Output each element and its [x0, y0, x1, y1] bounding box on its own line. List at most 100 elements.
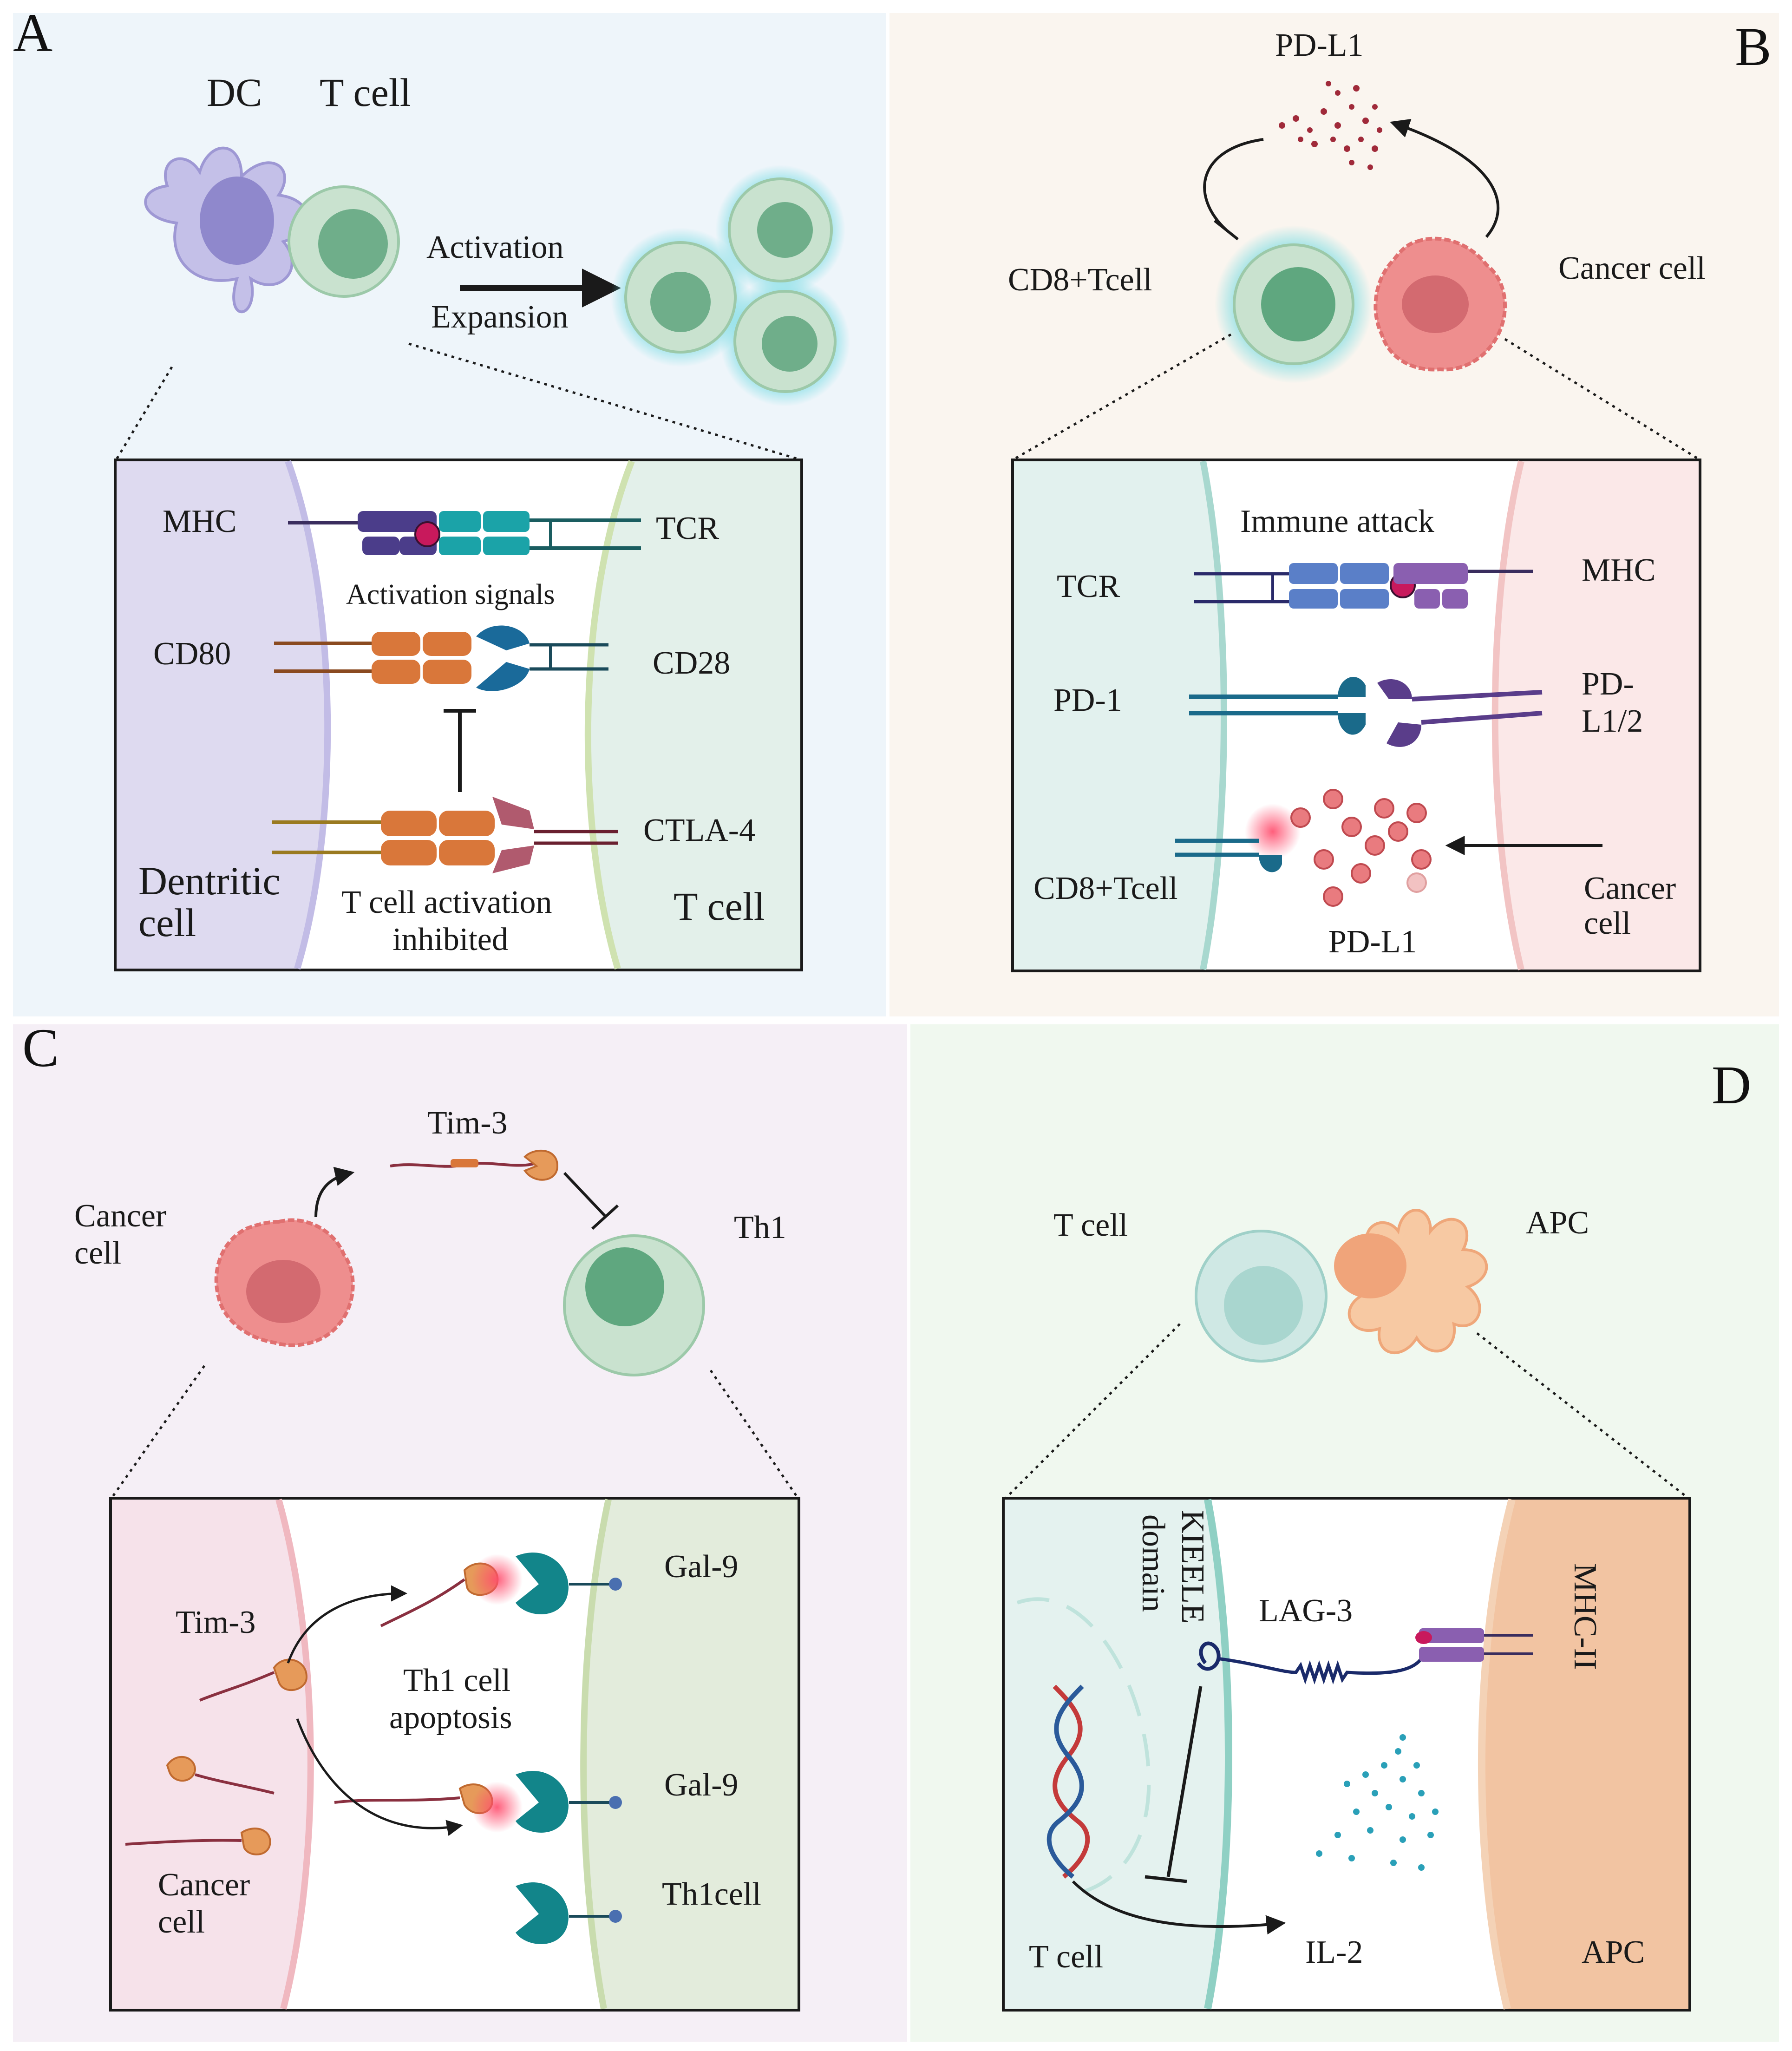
- t-cell-inset-label-a: T cell: [674, 884, 765, 929]
- zoom-line-left-c: [110, 1365, 206, 1499]
- inhibited-label-2: inhibited: [392, 922, 508, 957]
- dendritic-cell: [144, 146, 309, 314]
- cancer-cell-c: [214, 1218, 355, 1347]
- pdl12-label-1: PD-: [1582, 666, 1634, 702]
- activation-signals-label: Activation signals: [346, 579, 555, 610]
- activation-label: Activation: [426, 229, 563, 265]
- cancer-cell-label-c-1: Cancer: [74, 1198, 166, 1234]
- panel-d-letter: D: [1712, 1055, 1751, 1115]
- tcr-mhc-complex-b: [1194, 563, 1533, 609]
- pdl1-top-label: PD-L1: [1275, 27, 1364, 63]
- expanded-t-cells: [611, 165, 850, 406]
- panel-d: D T cell APC KIEELE: [910, 1024, 1779, 2042]
- gal9-label-a: Gal-9: [664, 1549, 738, 1585]
- apoptosis-label-2: apoptosis: [389, 1700, 512, 1736]
- t-cell-d: [1195, 1230, 1328, 1363]
- panel-a-letter: A: [13, 2, 52, 63]
- il2-label: IL-2: [1305, 1934, 1363, 1970]
- cd8-t-cell-b: [1215, 225, 1373, 383]
- lag3-label: LAG-3: [1259, 1593, 1353, 1629]
- dentritic-cell-label-1: Dentritic: [138, 858, 281, 903]
- tcr-label-b: TCR: [1057, 569, 1120, 604]
- pdl1-particles-top: [1279, 81, 1382, 170]
- lag3-inhibition-line: [1166, 1686, 1203, 1877]
- lag3-molecule: [1197, 1641, 1423, 1685]
- nucleus-envelope: [1016, 1597, 1151, 1897]
- pdl1-inset-label: PD-L1: [1328, 924, 1417, 960]
- cd28-label: CD28: [653, 645, 730, 681]
- panel-b: B PD-L1 CD8+Tcell Cancer cell: [889, 13, 1779, 1016]
- pdl1-particles-inset: [1245, 789, 1432, 907]
- pd1-label: PD-1: [1053, 682, 1122, 718]
- pd1-receptor-small: [1175, 839, 1282, 872]
- tim3-binding-arrow-2: [296, 1718, 463, 1836]
- t-cell-label-top: T cell: [320, 70, 411, 115]
- pd1-pdl1-complex: [1189, 676, 1543, 747]
- inhibited-label-1: T cell activation: [341, 885, 552, 920]
- cancer-cell-inset-label-c-2: cell: [158, 1904, 205, 1940]
- mhc2-molecule: [1415, 1628, 1533, 1662]
- zoom-line-right-b: [1504, 338, 1701, 461]
- th1-cell: [563, 1234, 705, 1376]
- tim3-inhibition-cap: [591, 1204, 619, 1230]
- mhc-label-a: MHC: [163, 504, 236, 539]
- cancer-cell-inset-label-c-1: Cancer: [158, 1867, 250, 1903]
- tim3-inhibition-line: [563, 1172, 608, 1219]
- zoom-line-right-d: [1476, 1332, 1689, 1499]
- cancer-cell-inset-label-1: Cancer: [1584, 871, 1676, 906]
- panel-a: A DC T cell Activation Expansion: [13, 2, 886, 1016]
- zoom-line-right-c: [709, 1370, 799, 1499]
- feedback-inhibition-arc: [1203, 138, 1264, 231]
- t-cell-label-d: T cell: [1053, 1207, 1128, 1243]
- zoom-line-left-b: [1012, 333, 1232, 461]
- secretion-arc: [1390, 118, 1500, 238]
- inset-b: Immune attack TCR MHC PD-1 PD- L1/2: [1011, 459, 1701, 972]
- apc-label-d: APC: [1526, 1205, 1589, 1241]
- cd80-ctla4-complex: [272, 797, 618, 873]
- apoptosis-label-1: Th1 cell: [403, 1663, 510, 1698]
- tcr-label-a: TCR: [656, 511, 719, 546]
- t-cell-inset-label-d: T cell: [1029, 1939, 1103, 1975]
- apc-cell-d: [1334, 1209, 1488, 1354]
- feedback-inhibition-cap: [1214, 219, 1239, 241]
- apc-inset-label: APC: [1582, 1934, 1645, 1970]
- dna-helix: [1046, 1684, 1090, 1879]
- cancer-cell-inset-label-2: cell: [1584, 905, 1631, 941]
- tim3-release-arc: [314, 1166, 355, 1218]
- cancer-cell-label-c-2: cell: [74, 1235, 121, 1271]
- gal9-label-b: Gal-9: [664, 1767, 738, 1803]
- mhc-tcr-complex-a: [288, 511, 641, 555]
- panel-b-letter: B: [1735, 16, 1772, 77]
- zoom-line-left-a: [115, 366, 173, 461]
- expansion-label: Expansion: [431, 299, 569, 335]
- t-cell-a: [288, 185, 400, 298]
- inset-a: MHC TCR Activation signals CD80 CD28: [114, 459, 803, 971]
- il2-particles: [1316, 1734, 1439, 1871]
- zoom-line-right-a: [408, 342, 802, 461]
- panel-c: C Tim-3 Cancer cell Th1 Tim-3: [13, 1017, 907, 2042]
- cd80-label: CD80: [153, 636, 231, 672]
- panel-c-letter: C: [22, 1017, 59, 1078]
- lag3-inhibition-cap: [1145, 1875, 1187, 1883]
- kieele-label-2: domain: [1135, 1514, 1171, 1612]
- cd80-cd28-complex: [274, 625, 608, 691]
- cancer-cell-label-b: Cancer cell: [1558, 250, 1706, 286]
- transcription-arrow: [1072, 1880, 1286, 1935]
- ctla4-label: CTLA-4: [643, 813, 755, 848]
- cd8-tcell-label-b: CD8+Tcell: [1008, 262, 1152, 298]
- tim3-top-label: Tim-3: [427, 1105, 508, 1141]
- tim3-top-molecule: [390, 1150, 559, 1181]
- inset-d: KIEELE domain LAG-3 MHC-II: [1002, 1497, 1691, 2012]
- th1cell-label: Th1cell: [662, 1876, 761, 1912]
- pdl12-label-2: L1/2: [1582, 703, 1643, 739]
- gal9-receptors: [471, 1553, 622, 1944]
- kieele-label-1: KIEELE: [1175, 1510, 1210, 1624]
- mhc-label-b: MHC: [1582, 552, 1655, 588]
- tim3-binding-arrow-1: [287, 1585, 407, 1664]
- cd8-tcell-inset-label: CD8+Tcell: [1033, 871, 1178, 906]
- dc-label: DC: [207, 70, 262, 115]
- inset-c: Tim-3 Th1 cell apoptosis: [109, 1497, 800, 2012]
- dentritic-cell-label-2: cell: [138, 900, 196, 945]
- mhc2-label: MHC-II: [1567, 1563, 1603, 1670]
